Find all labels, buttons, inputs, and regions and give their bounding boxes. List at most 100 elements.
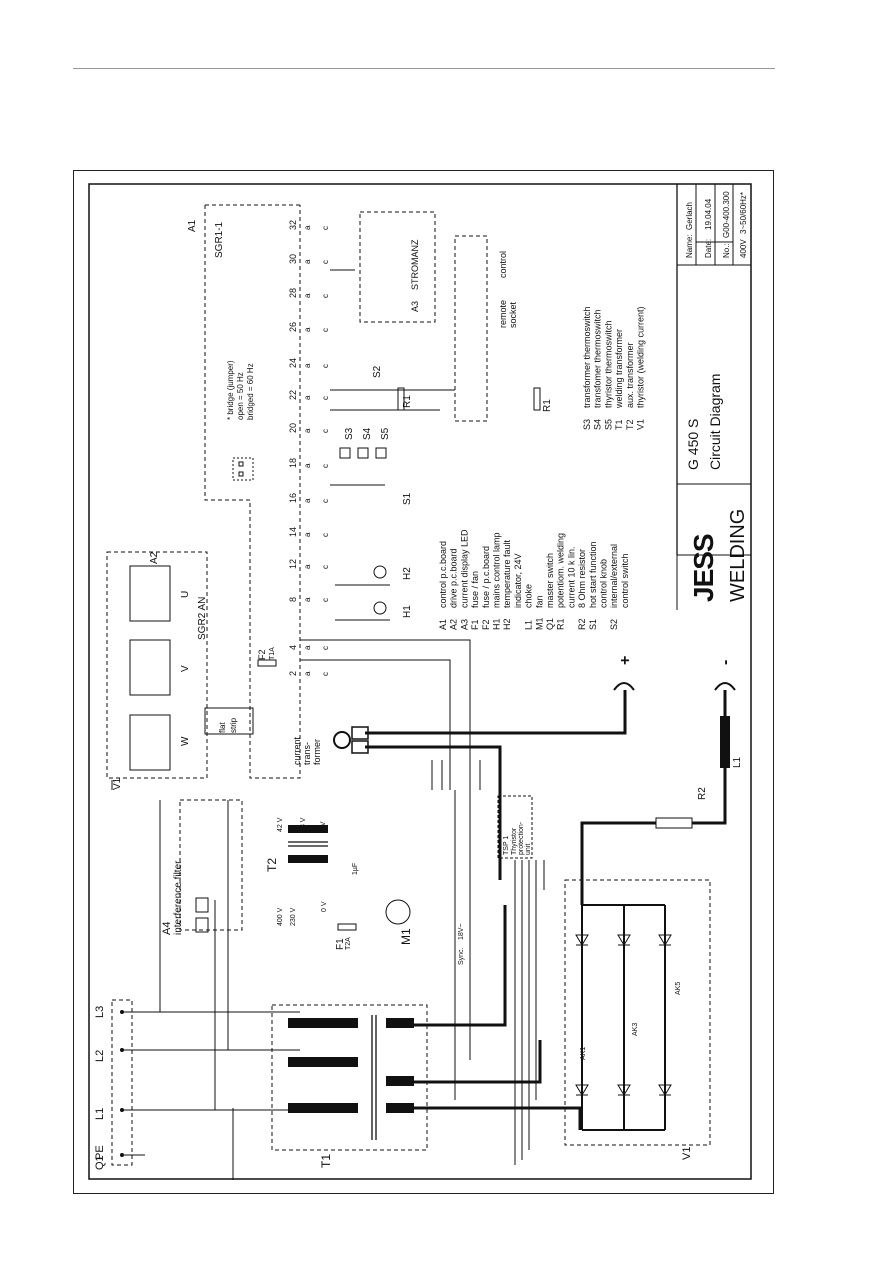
legend-left-desc-16: internal/external [609, 544, 619, 608]
pin-row-a: a [303, 645, 312, 650]
lbl-l1: L1 [732, 756, 743, 768]
lbl-minus: - [717, 660, 734, 665]
pin-row-c: c [321, 396, 330, 400]
legend-right-desc-5: thyristor (welding current) [636, 306, 646, 408]
f2-ct: F2 T1A current trans- former [257, 647, 481, 790]
lbl-s1: S1 [402, 492, 413, 505]
legend-right-code-3: T1 [614, 419, 624, 430]
pin-row-a: a [303, 259, 312, 264]
lbl-phase-v: V [180, 665, 191, 672]
lbl-f1: F1 [335, 938, 346, 950]
pin-label-18: 18 [288, 458, 298, 468]
lbl-l3n: L3 [94, 1006, 106, 1018]
title-block: Name: Gerlach Date: 19.04.04 No.: G00-40… [676, 184, 751, 610]
tb-no-value: G00-400.300 [722, 191, 731, 238]
legend-right-desc-1: transfomer thermoswitch [593, 309, 603, 408]
lbl-bridge3: bridged = 60 Hz [246, 363, 255, 420]
pin-row-c: c [321, 260, 330, 264]
a2-board: A2 SGR2 AN U V W flat strip V1 [106, 551, 254, 790]
pin-row-c: c [321, 464, 330, 468]
brand-top: JESS [688, 534, 719, 602]
thyristor-symbol [617, 1084, 631, 1096]
pin-row-a: a [303, 671, 312, 676]
pin-label-32: 32 [288, 220, 298, 230]
lbl-bridge1: * bridge (jumper) [226, 360, 235, 420]
v1-bridge: V1 AK1 AK3 AK5 [564, 879, 711, 1160]
pin-row-c: c [321, 672, 330, 676]
lbl-a4: A4 [161, 922, 173, 935]
pin-row-a: a [303, 532, 312, 537]
lbl-v1-bottom: V1 [681, 1147, 693, 1160]
lbl-phase-w: W [180, 736, 191, 746]
lbl-v0: 0 V [321, 901, 328, 912]
legend-left-desc-7: indicator, 24V [513, 553, 523, 608]
legend-right-code-0: S3 [582, 419, 592, 430]
legend-left-code-4: F2 [481, 619, 491, 630]
header-rule [73, 68, 775, 69]
legend-right-desc-0: transformer thermoswitch [582, 306, 592, 408]
lbl-a1: A1 [187, 219, 198, 232]
pin-row-a: a [303, 327, 312, 332]
lbl-v230: 230 V [290, 907, 297, 926]
pin-row-c: c [321, 646, 330, 650]
lbl-ak1: AK1 [580, 1047, 587, 1060]
lbl-l2n: L2 [94, 1050, 106, 1062]
legend-right-code-1: S4 [593, 419, 603, 430]
lbl-v42: 42 V [277, 817, 284, 832]
lbl-v0b: 0 V [320, 821, 327, 832]
pin-row-c: c [321, 364, 330, 368]
lbl-tsp2: Thyristor [511, 827, 518, 855]
lbl-bridge2: open = 50 Hz [236, 372, 245, 420]
tb-no-label: No.: [722, 243, 731, 258]
lbl-f1r: T2A [345, 937, 352, 950]
lbl-plus: + [617, 656, 634, 665]
legend-left-code-11: R1 [556, 618, 566, 630]
thyristor-symbol [575, 934, 589, 946]
legend-left-code-5: H1 [492, 618, 502, 630]
thyristor-symbol [575, 1084, 589, 1096]
a4-filter: A4 interference filter [161, 799, 243, 935]
lbl-m1: M1 [399, 928, 413, 945]
legend-left-code-10: Q1 [545, 618, 555, 630]
pin-label-16: 16 [288, 493, 298, 503]
tsp1: TSP 1 Thyristor protection- unit [497, 795, 533, 859]
lbl-s4: S4 [362, 427, 373, 440]
legend-left-desc-10: master switch [545, 553, 555, 608]
brand-bottom: WELDING [727, 509, 749, 602]
pin-row-a: a [303, 428, 312, 433]
lbl-sgr2: SGR2 AN [197, 597, 208, 640]
lbl-f2r: T1A [269, 647, 276, 660]
jess-logo: JESS [688, 534, 719, 602]
lbl-q1: Q1 [94, 1155, 106, 1170]
tb-date-label: Date: [704, 239, 713, 258]
m1-fan: M1 F1 T2A Sync. 18V~ [335, 899, 465, 965]
output-stage: R2 L1 + - [365, 656, 743, 1130]
lbl-v1-top: V1 [112, 777, 123, 790]
lbl-v18: 18 V [300, 817, 307, 832]
legend-left-code-8: L1 [524, 620, 534, 630]
legend-left-desc-13: 8 Ohm resistor [577, 549, 587, 608]
thyristor-symbol [658, 934, 672, 946]
tb-name-label: Name: [685, 234, 694, 258]
lbl-sync2: 18V~ [458, 923, 465, 940]
pin-label-22: 22 [288, 390, 298, 400]
lbl-ak5: AK5 [675, 982, 682, 995]
t2-transformer: T2 400 V 230 V 0 V 42 V 18 V 0 V 1µF [265, 817, 359, 926]
pin-row-c: c [321, 499, 330, 503]
lbl-sync: Sync. [458, 947, 465, 965]
legend-right-code-5: V1 [636, 419, 646, 430]
lbl-strip: strip [229, 717, 238, 733]
lbl-s2: S2 [372, 365, 383, 378]
lbl-s5: S5 [380, 427, 391, 440]
lbl-ct3: former [312, 739, 322, 765]
legend-left-desc-5: mains control lamp [492, 532, 502, 608]
legend-left-code-3: F1 [470, 619, 480, 630]
lbl-stromanz: STROMANZ [410, 239, 420, 290]
lbl-t2: T2 [265, 858, 279, 872]
pin-label-30: 30 [288, 254, 298, 264]
lbl-h1: H1 [402, 605, 413, 618]
lbl-tsp1: TSP 1 [503, 836, 510, 855]
pin-label-28: 28 [288, 288, 298, 298]
legend-left-desc-0: control p.c.board [438, 541, 448, 608]
